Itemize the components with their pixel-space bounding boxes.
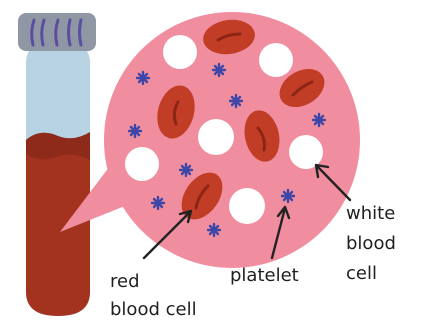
white-blood-cell-icon [259, 43, 293, 77]
label-platelet: platelet [230, 262, 299, 290]
tube-blood [26, 132, 90, 316]
white-blood-cell-icon [125, 147, 159, 181]
label-white-blood-cell-line3: cell [346, 260, 377, 288]
platelet-icon [208, 224, 220, 236]
label-red-blood-cell-line2: blood cell [110, 296, 197, 324]
platelet-icon [129, 125, 141, 137]
platelet-icon [180, 164, 192, 176]
platelet-icon [313, 114, 325, 126]
platelet-icon [282, 190, 294, 202]
white-blood-cell-icon [163, 35, 197, 69]
label-white-blood-cell-line1: white [346, 200, 395, 228]
white-blood-cell-icon [289, 135, 323, 169]
platelet-icon [230, 95, 242, 107]
label-red-blood-cell-line1: red [110, 268, 140, 296]
white-blood-cell-icon [229, 188, 265, 224]
test-tube-icon [18, 13, 96, 316]
platelet-icon [137, 72, 149, 84]
platelet-icon [152, 197, 164, 209]
label-white-blood-cell-line2: blood [346, 230, 396, 258]
platelet-icon [213, 64, 225, 76]
white-blood-cell-icon [198, 119, 234, 155]
